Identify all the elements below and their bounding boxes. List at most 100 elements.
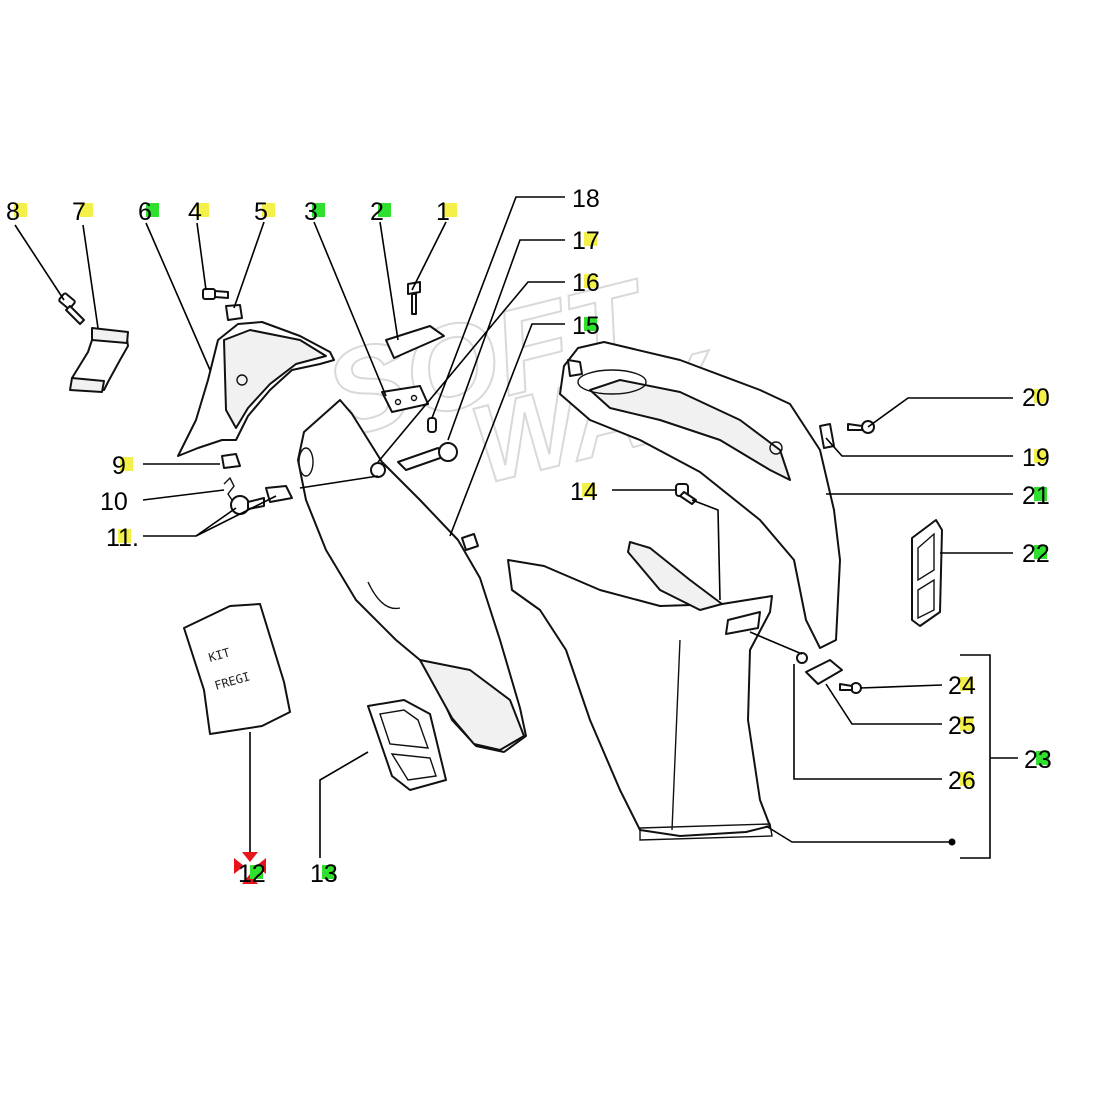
callout-label-23: 23 xyxy=(1024,746,1052,774)
callout-23: 23 xyxy=(1024,746,1052,774)
part-14-screw xyxy=(675,483,697,505)
callout-highlight-13 xyxy=(322,865,335,879)
part-11-key xyxy=(230,485,293,515)
callout-22: 22 xyxy=(1022,540,1050,568)
callout-3: 3 xyxy=(304,198,325,226)
callout-label-12: 12 xyxy=(238,860,266,888)
callout-label-4: 4 xyxy=(188,198,202,226)
callout-19: 19 xyxy=(1022,444,1050,472)
callout-8: 8 xyxy=(6,198,27,226)
part-6-inner-shield xyxy=(177,321,335,457)
callout-13: 13 xyxy=(310,860,338,888)
callout-17: 17 xyxy=(572,227,600,255)
part-21-leg-shield xyxy=(507,541,773,841)
callout-11: 11. xyxy=(106,524,139,552)
callout-label-3: 3 xyxy=(304,198,318,226)
callout-highlight-11 xyxy=(118,529,131,543)
callout-25: 25 xyxy=(948,712,976,740)
part-20-screw xyxy=(847,420,875,434)
part-1-screw xyxy=(407,281,421,315)
callout-21: 21 xyxy=(1022,482,1050,510)
callout-label-25: 25 xyxy=(948,712,976,740)
part-13-light xyxy=(367,699,447,791)
callout-label-10: 10 xyxy=(100,488,128,516)
part-4-screw xyxy=(202,288,229,300)
kit-bag-line1: KIT xyxy=(207,645,232,664)
callout-highlight-3 xyxy=(312,203,325,217)
callout-highlight-24 xyxy=(960,677,973,691)
callout-label-11: 11. xyxy=(106,524,139,552)
callout-highlight-4 xyxy=(196,203,209,217)
callout-highlight-1 xyxy=(444,203,457,217)
callout-label-6: 6 xyxy=(138,198,152,226)
callout-20: 20 xyxy=(1022,384,1050,412)
callout-10: 10 xyxy=(100,488,128,516)
callout-highlight-12 xyxy=(250,865,263,879)
callout-label-7: 7 xyxy=(72,198,86,226)
callout-label-19: 19 xyxy=(1022,444,1050,472)
callout-26: 26 xyxy=(948,767,976,795)
marker-arrow xyxy=(242,852,258,862)
callout-6: 6 xyxy=(138,198,159,226)
callout-label-16: 16 xyxy=(572,269,600,297)
callout-highlight-23 xyxy=(1036,751,1049,765)
part-25-plate xyxy=(805,659,843,685)
callout-highlight-26 xyxy=(960,772,973,786)
callout-15: 15 xyxy=(572,312,600,340)
callout-label-22: 22 xyxy=(1022,540,1050,568)
part-9-clip xyxy=(221,453,241,469)
part-15-back-shield xyxy=(559,341,841,649)
callout-5: 5 xyxy=(254,198,275,226)
callout-highlight-2 xyxy=(378,203,391,217)
part-3-plate xyxy=(381,385,429,413)
callout-label-24: 24 xyxy=(948,672,976,700)
callout-highlight-7 xyxy=(80,203,93,217)
callout-highlight-9 xyxy=(120,457,133,471)
callout-14: 14 xyxy=(570,478,598,506)
callout-label-26: 26 xyxy=(948,767,976,795)
callout-label-2: 2 xyxy=(370,198,384,226)
callout-label-14: 14 xyxy=(570,478,598,506)
callout-highlight-16 xyxy=(584,274,597,288)
callout-highlight-25 xyxy=(960,717,973,731)
part-16-front-shield xyxy=(297,399,527,753)
callout-label-9: 9 xyxy=(112,452,126,480)
callout-highlight-22 xyxy=(1034,545,1047,559)
part-17-lock xyxy=(397,442,458,471)
callout-highlight-19 xyxy=(1034,449,1047,463)
callout-highlight-5 xyxy=(262,203,275,217)
part-18-pin xyxy=(427,417,437,433)
leader-lines xyxy=(14,196,1018,859)
part-7-bracket xyxy=(69,327,129,393)
callout-label-15: 15 xyxy=(572,312,600,340)
callout-18: 18 xyxy=(572,185,600,213)
callout-label-5: 5 xyxy=(254,198,268,226)
part-26-washer xyxy=(796,652,808,664)
callout-9: 9 xyxy=(112,452,133,480)
callout-highlight-14 xyxy=(582,483,595,497)
callout-highlight-6 xyxy=(146,203,159,217)
callout-label-1: 1 xyxy=(436,198,450,226)
callout-label-8: 8 xyxy=(6,198,20,226)
callout-12: 12 xyxy=(238,860,266,888)
callout-highlight-17 xyxy=(584,232,597,246)
marker-arrow xyxy=(234,858,244,874)
callout-highlight-20 xyxy=(1034,389,1047,403)
callout-label-17: 17 xyxy=(572,227,600,255)
callout-label-13: 13 xyxy=(310,860,338,888)
part-10-screw xyxy=(223,476,235,501)
part-2-bracket xyxy=(385,325,445,359)
callout-1: 1 xyxy=(436,198,457,226)
leader-endpoint-dot xyxy=(948,838,956,846)
callout-label-20: 20 xyxy=(1022,384,1050,412)
part-24-screw xyxy=(839,682,862,694)
part-22-light xyxy=(911,519,943,627)
callout-label-18: 18 xyxy=(572,185,600,213)
callout-2: 2 xyxy=(370,198,391,226)
callout-7: 7 xyxy=(72,198,93,226)
callout-label-21: 21 xyxy=(1022,482,1050,510)
callout-16: 16 xyxy=(572,269,600,297)
callout-highlight-8 xyxy=(14,203,27,217)
